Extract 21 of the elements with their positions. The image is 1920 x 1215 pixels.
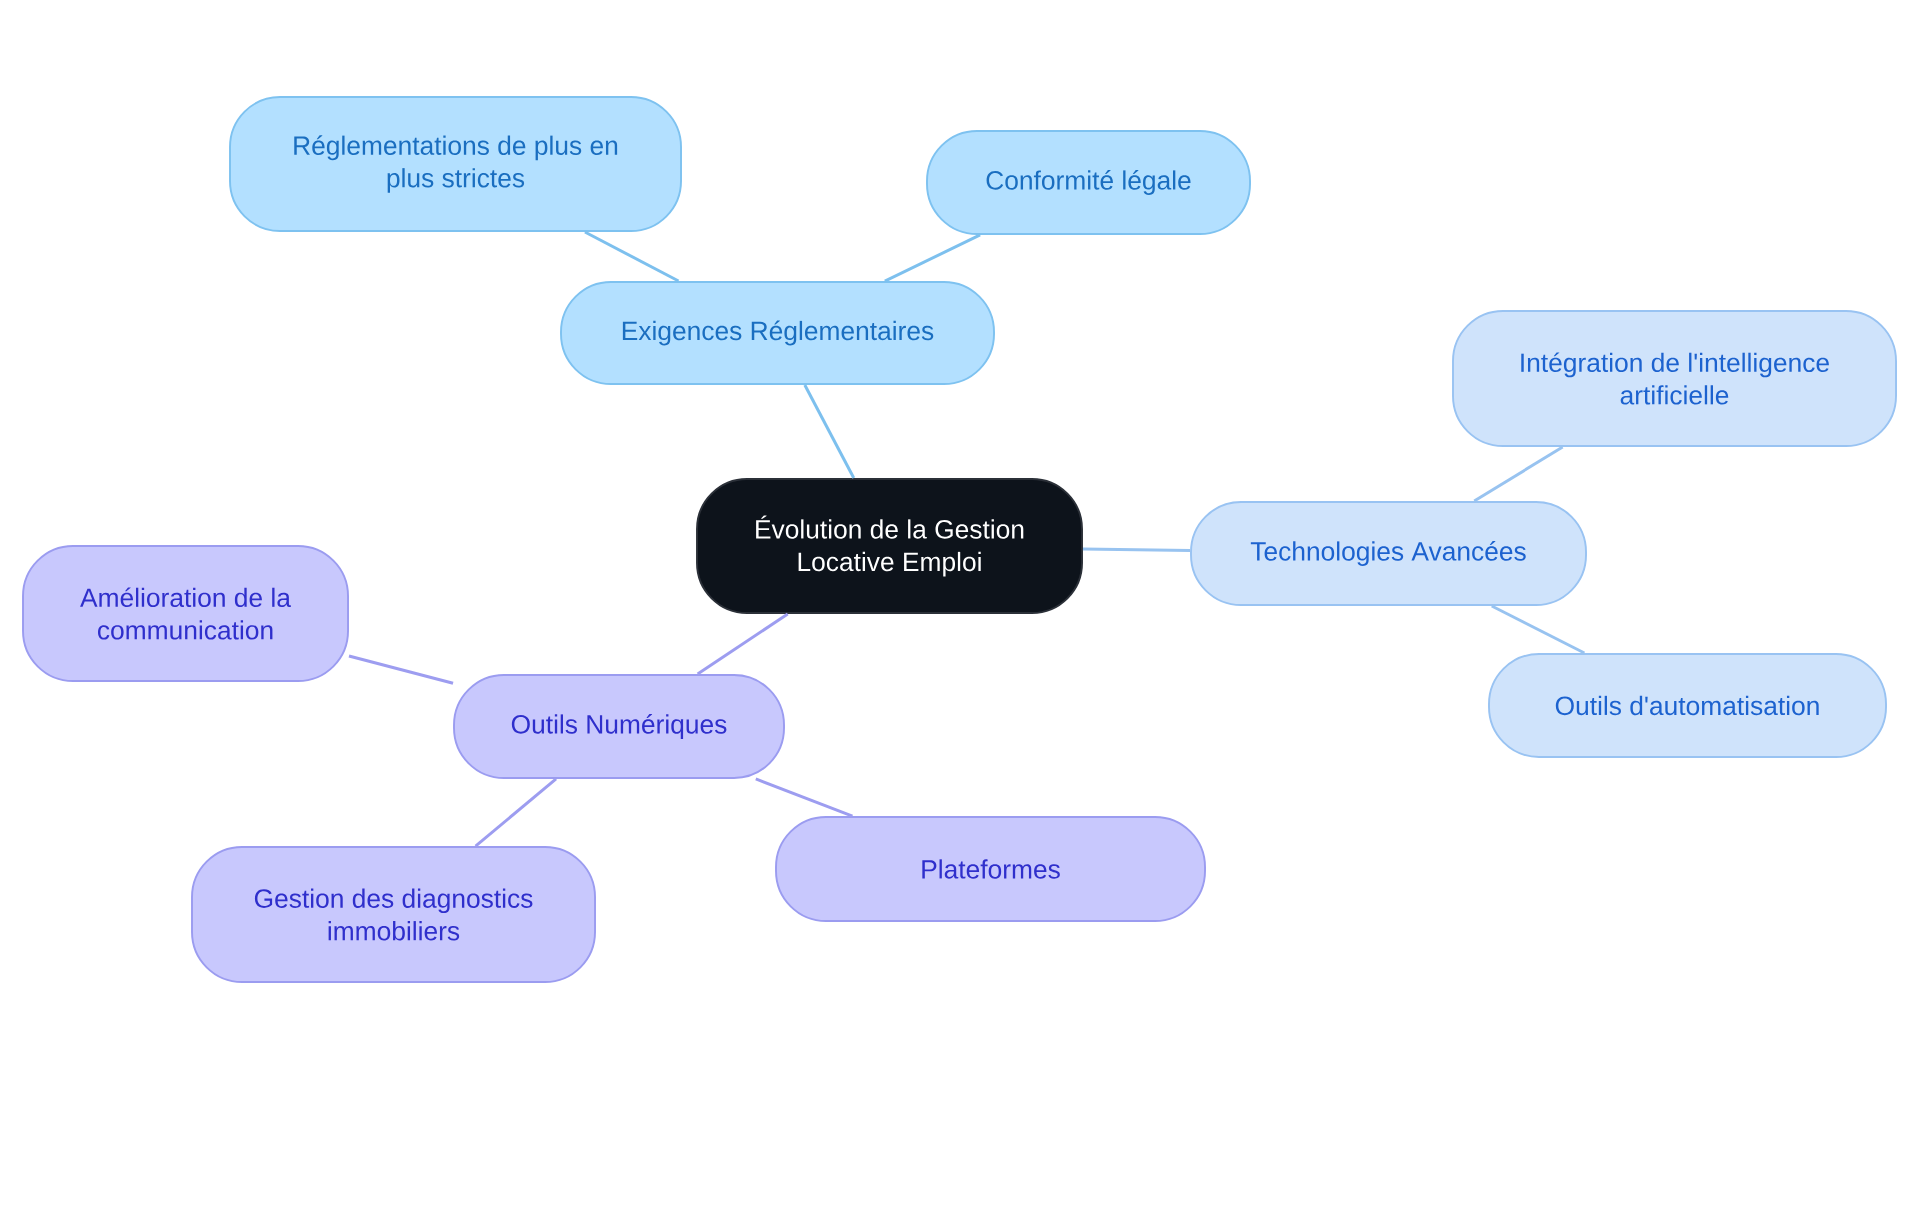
connector-line [696,612,789,676]
subtopic-box: Intégration de l'intelligence artificielle [1452,310,1897,447]
subtopic-box: Outils d'automatisation [1488,653,1887,758]
connector-line [584,230,680,283]
topic-box: Exigences Réglementaires [560,281,995,385]
connector-line [1473,445,1564,503]
subtopic-box: Gestion des diagnostics immobiliers [191,846,596,983]
connector-line [474,777,558,848]
connector-line [803,384,856,479]
connector-line [1491,604,1586,655]
subtopic-box: Réglementations de plus en plus strictes [229,96,682,232]
connector-line [884,233,981,283]
subtopic-box: Plateformes [775,816,1206,922]
subtopic-box: Conformité légale [926,130,1251,235]
central-topic-box: Évolution de la Gestion Locative Emploi [696,478,1083,614]
connector-line [1082,547,1191,553]
topic-box: Outils Numériques [453,674,785,779]
connector-line [348,654,454,685]
connector-line [755,777,853,818]
subtopic-box: Amélioration de la communication [22,545,349,682]
topic-box: Technologies Avancées [1190,501,1587,606]
